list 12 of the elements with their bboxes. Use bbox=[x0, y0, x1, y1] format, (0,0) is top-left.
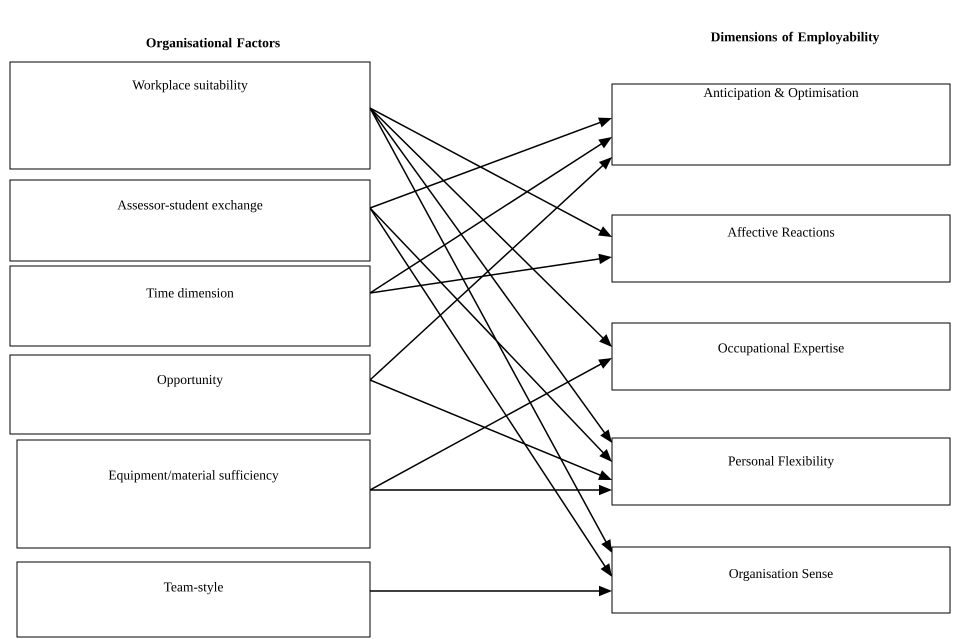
text-box: Team-style bbox=[16, 562, 370, 638]
text-box: Assessor-student exchange bbox=[10, 180, 370, 262]
text-box: Anticipation & Optimisation bbox=[612, 84, 951, 166]
text-box: Occupational Expertise bbox=[612, 322, 951, 390]
text-box: Opportunity bbox=[10, 354, 370, 434]
text-box: Workplace suitability bbox=[10, 62, 370, 170]
column-heading: Dimensions of Employability bbox=[710, 32, 880, 44]
text-box: Affective Reactions bbox=[612, 214, 951, 282]
text-box: Personal Flexibility bbox=[612, 438, 951, 506]
text-box: Equipment/material sufficiency bbox=[16, 440, 370, 548]
text-box: Time dimension bbox=[10, 266, 370, 346]
text-box: Organisation Sense bbox=[612, 546, 951, 614]
